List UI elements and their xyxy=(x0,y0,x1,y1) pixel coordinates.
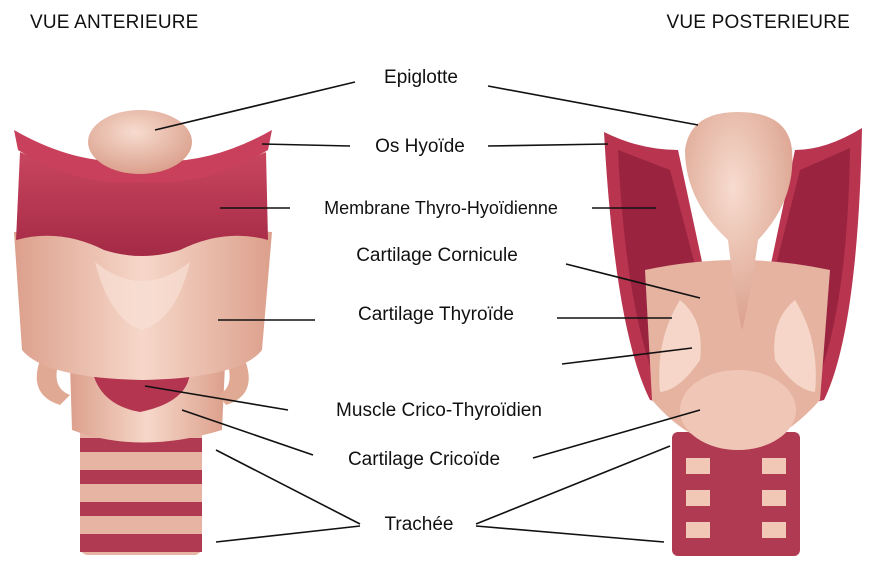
label-os-hyoide: Os Hyoïde xyxy=(375,137,465,156)
label-cartilage-cricoide: Cartilage Cricoïde xyxy=(348,450,500,469)
posterior-view xyxy=(604,112,862,556)
anterior-epiglottis xyxy=(88,110,192,174)
posterior-trachea xyxy=(672,432,800,556)
label-epiglotte: Epiglotte xyxy=(384,68,458,87)
label-membrane-thyro-hyoidienne: Membrane Thyro-Hyoïdienne xyxy=(324,199,558,217)
label-cartilage-thyroide: Cartilage Thyroïde xyxy=(358,305,514,324)
leader-epiglotte-left xyxy=(155,82,355,130)
leader-epiglotte-right xyxy=(488,86,698,125)
leader-hyoide-right xyxy=(488,144,608,146)
leader-trachee-2 xyxy=(216,526,360,542)
leader-trachee-1 xyxy=(216,450,360,524)
leader-trachee-3 xyxy=(476,446,670,524)
anterior-trachea xyxy=(80,425,202,555)
title-posterior: VUE POSTERIEURE xyxy=(666,12,850,34)
title-anterior: VUE ANTERIEURE xyxy=(30,12,199,34)
label-muscle-crico-thyroidien: Muscle Crico-Thyroïdien xyxy=(336,401,542,420)
leader-hyoide-left xyxy=(262,144,350,146)
label-cartilage-cornicule: Cartilage Cornicule xyxy=(356,246,518,265)
label-trachee: Trachée xyxy=(385,515,454,534)
anterior-view xyxy=(14,110,272,555)
leader-trachee-4 xyxy=(476,526,664,542)
